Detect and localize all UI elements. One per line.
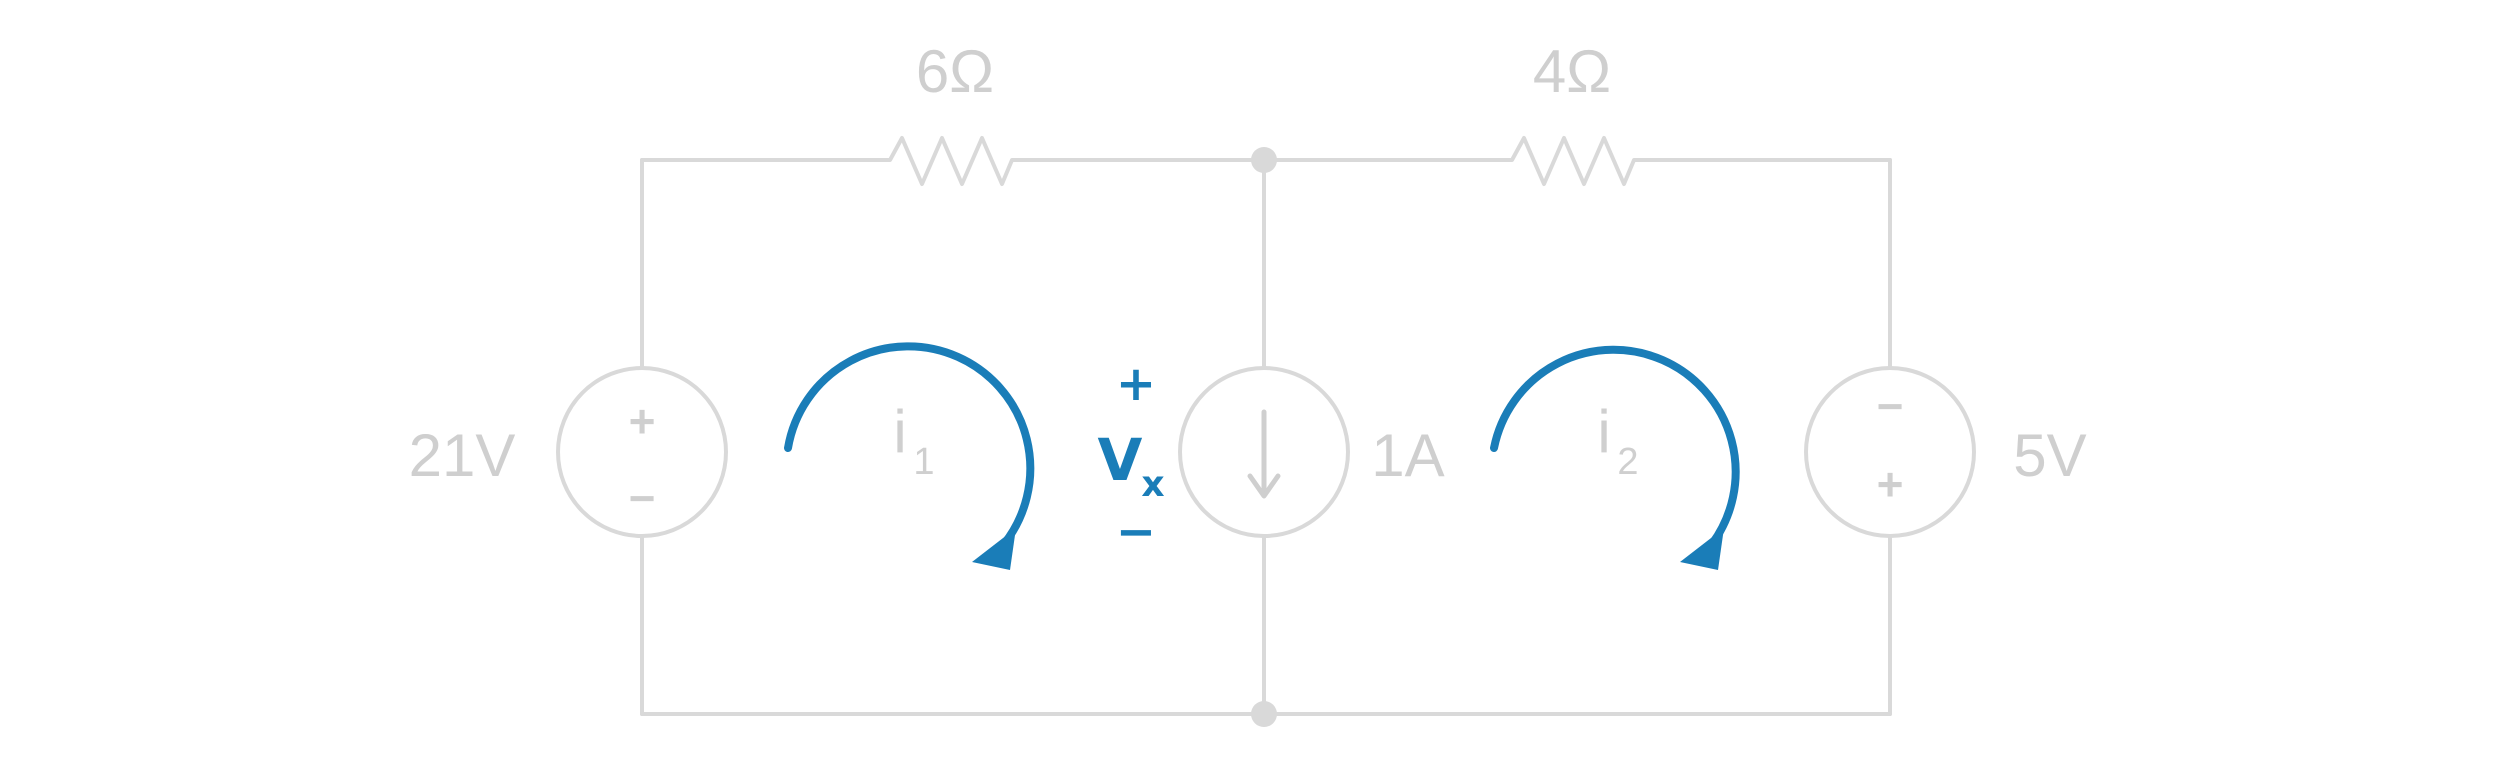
voltage-source-5v-plus: + [1877,458,1904,510]
resistor-6-ohm-label: 6Ω [916,38,994,105]
mesh-current-i1-symbol: i [893,398,906,465]
voltage-source-21v-label: 21V [409,422,516,489]
mesh-current-i2-label: i 2 [1597,398,1638,483]
voltage-source-21v-circle [556,366,728,538]
vx-minus: − [1116,504,1156,560]
current-source-1a [1178,366,1350,538]
voltage-source-5v: − + [1804,366,1976,538]
vx-label: + V x − [1098,356,1165,560]
node-bottom [1251,701,1277,727]
mesh-current-i2-subscript: 2 [1617,441,1638,483]
vx-symbol: V [1098,426,1143,494]
vx-subscript: x [1141,464,1164,505]
voltage-source-21v-plus: + [629,395,656,447]
vx-plus: + [1116,356,1156,412]
resistor-6-ohm [876,136,1022,186]
node-top [1251,147,1277,173]
arrow-down-icon [1247,409,1281,499]
resistor-4-ohm [1498,136,1642,186]
current-source-1a-label: 1A [1371,422,1444,489]
voltage-source-5v-minus: − [1877,380,1904,432]
mesh-current-i1-arrow [784,342,1035,570]
voltage-source-21v: + − [556,366,728,538]
mesh-current-i2-symbol: i [1597,398,1610,465]
resistor-4-ohm-label: 4Ω [1533,38,1611,105]
mesh-current-i1-subscript: 1 [913,441,934,483]
voltage-source-21v-minus: − [629,472,656,524]
voltage-source-5v-label: 5V [2013,422,2086,489]
mesh-current-i1-label: i 1 [893,398,934,483]
voltage-source-5v-circle [1804,366,1976,538]
mesh-current-i2-arrow [1490,345,1740,570]
